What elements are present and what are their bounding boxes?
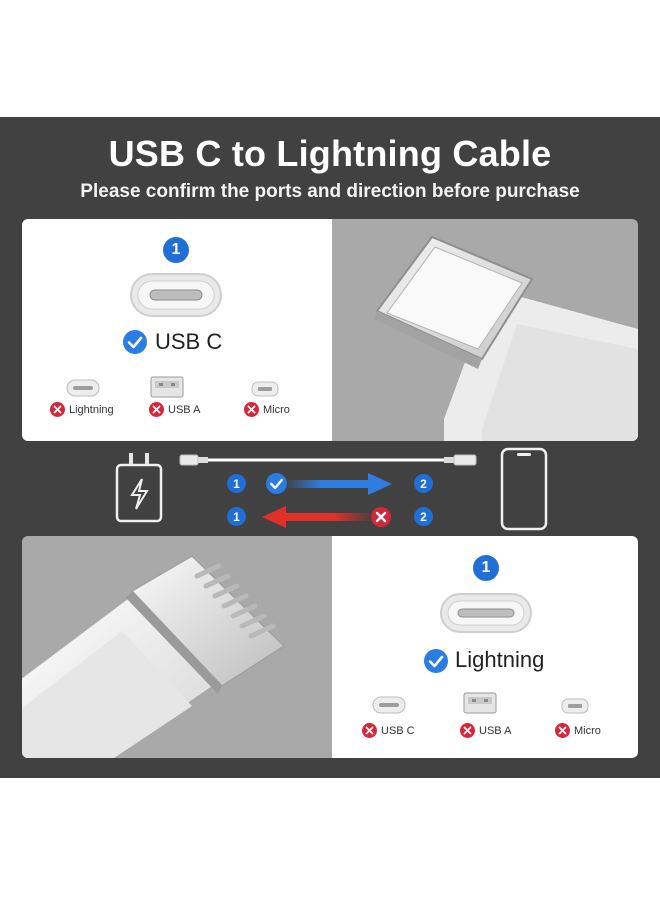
micro-usb-port-icon (561, 698, 589, 714)
cross-icon (149, 402, 164, 417)
usb-a-port-icon (150, 376, 184, 398)
lightning-port-icon (440, 593, 532, 633)
usb-a-port-icon (463, 692, 497, 714)
selected-port-label: Lightning (455, 647, 545, 672)
lightning-info-panel: 1 Lightning USB C USB A (332, 536, 638, 758)
selected-port-label: USB C (155, 329, 223, 354)
target-number-badge: 2 (414, 507, 433, 526)
source-number-badge: 1 (227, 474, 246, 493)
cross-icon (371, 507, 391, 527)
check-icon (266, 473, 287, 494)
phone-outline-icon (500, 447, 548, 531)
port-number-badge: 1 (163, 237, 189, 263)
page-title: USB C to Lightning Cable (108, 133, 552, 174)
source-number-badge: 1 (227, 507, 246, 526)
port-option-micro: Micro (263, 404, 290, 416)
cable-illustration (179, 454, 477, 466)
port-option-micro: Micro (574, 725, 601, 737)
right-arrow (288, 473, 392, 495)
cross-icon (50, 402, 65, 417)
port-option-usb-a: USB A (479, 725, 512, 737)
charger-bolt-icon (115, 453, 163, 523)
target-number-badge: 2 (414, 474, 433, 493)
usb-c-port-icon (130, 273, 222, 317)
left-arrow (262, 506, 370, 528)
cross-icon (555, 723, 570, 738)
page-subtitle: Please confirm the ports and direction b… (80, 181, 580, 202)
check-icon (123, 330, 147, 354)
port-option-usb-a: USB A (168, 404, 201, 416)
cross-icon (362, 723, 377, 738)
micro-usb-port-icon (251, 381, 279, 397)
port-number-badge: 1 (473, 555, 499, 581)
product-poster: USB C to Lightning Cable Please confirm … (0, 117, 660, 778)
usb-c-info-panel: 1 USB C Lightning USB A (22, 219, 332, 441)
lightning-port-icon (66, 379, 100, 397)
usb-c-port-icon (372, 696, 406, 714)
usb-c-connector-image (332, 219, 638, 441)
port-option-lightning: Lightning (69, 404, 114, 416)
check-icon (424, 649, 448, 673)
cross-icon (244, 402, 259, 417)
port-option-usb-c: USB C (381, 725, 415, 737)
lightning-connector-image (22, 536, 332, 758)
cross-icon (460, 723, 475, 738)
